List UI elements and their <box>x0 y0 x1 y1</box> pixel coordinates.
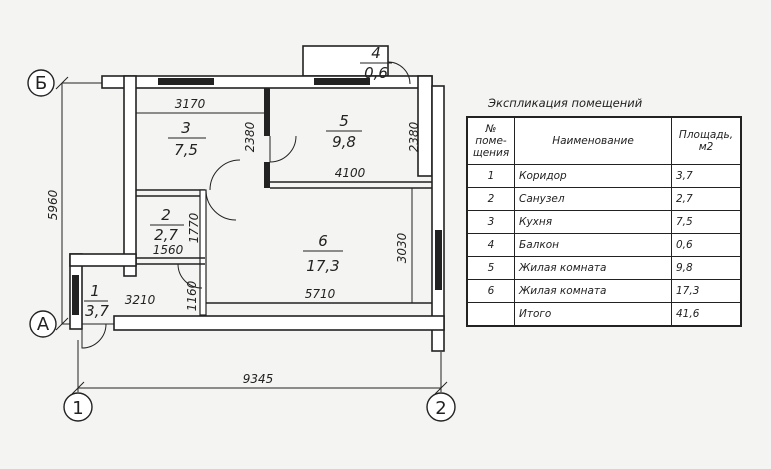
window-room5 <box>314 78 370 85</box>
interior-walls <box>136 88 432 316</box>
dim-3210: 3210 <box>125 293 156 307</box>
dim-1160: 1160 <box>185 280 199 311</box>
svg-text:А: А <box>37 314 50 335</box>
dim-4100: 4100 <box>335 166 366 180</box>
svg-text:2: 2 <box>161 206 171 224</box>
explication-table: № поме- щения Наименование Площадь, м2 1… <box>466 116 742 327</box>
exterior-walls <box>69 75 445 352</box>
dim-2380-room: 2380 <box>407 121 421 152</box>
window-corridor <box>72 275 79 315</box>
dim-total-height: 5960 <box>46 189 60 220</box>
room-label-5: 5 9,8 <box>326 112 362 151</box>
svg-text:1: 1 <box>72 398 83 419</box>
dim-1560: 1560 <box>153 243 184 257</box>
svg-text:17,3: 17,3 <box>306 257 339 275</box>
dim-2380-kitchen: 2380 <box>243 121 257 152</box>
room-label-2: 2 2,7 <box>150 206 184 244</box>
room-label-1: 1 3,7 <box>84 282 109 320</box>
dim-total-width: 9345 <box>243 372 274 386</box>
table-row: 2 Санузел 2,7 <box>466 187 742 211</box>
dim-5710: 5710 <box>305 287 336 301</box>
svg-text:Б: Б <box>35 73 47 94</box>
table-row: 4 Балкон 0,6 <box>466 233 742 257</box>
table-header-row: № поме- щения Наименование Площадь, м2 <box>466 116 742 165</box>
svg-text:3: 3 <box>181 119 191 137</box>
window-room6 <box>435 230 442 290</box>
svg-text:4: 4 <box>371 44 381 62</box>
axis-bubble-b: Б <box>27 69 55 97</box>
axis-bubble-2: 2 <box>426 392 456 422</box>
svg-text:2,7: 2,7 <box>154 226 178 244</box>
table-row: 5 Жилая комната 9,8 <box>466 256 742 280</box>
room-label-4: 4 0,6 <box>360 44 392 82</box>
svg-text:9,8: 9,8 <box>332 133 356 151</box>
explication-block: Экспликация помещений № поме- щения Наим… <box>466 96 746 327</box>
svg-text:5: 5 <box>339 112 349 130</box>
explication-title: Экспликация помещений <box>488 96 643 110</box>
svg-text:6: 6 <box>318 232 328 250</box>
svg-text:1: 1 <box>90 282 100 300</box>
svg-text:0,6: 0,6 <box>364 64 388 82</box>
dim-3170: 3170 <box>175 97 206 111</box>
table-row: 6 Жилая комната 17,3 <box>466 279 742 303</box>
dim-3030: 3030 <box>395 232 409 263</box>
room-label-3: 3 7,5 <box>168 119 206 159</box>
svg-text:2: 2 <box>435 398 446 419</box>
header-area: Площадь, м2 <box>671 116 742 165</box>
table-row: 1 Коридор 3,7 <box>466 164 742 188</box>
svg-text:7,5: 7,5 <box>174 141 198 159</box>
table-total-row: Итого 41,6 <box>466 302 742 327</box>
header-name: Наименование <box>514 116 672 165</box>
axis-bubble-1: 1 <box>63 392 93 422</box>
axis-bubble-a: А <box>29 310 57 338</box>
doors <box>81 61 411 349</box>
room-label-6: 6 17,3 <box>303 232 343 275</box>
window-kitchen <box>158 78 214 85</box>
svg-text:3,7: 3,7 <box>85 302 109 320</box>
header-number: № поме- щения <box>466 116 515 165</box>
dim-1770: 1770 <box>187 212 201 243</box>
table-row: 3 Кухня 7,5 <box>466 210 742 234</box>
